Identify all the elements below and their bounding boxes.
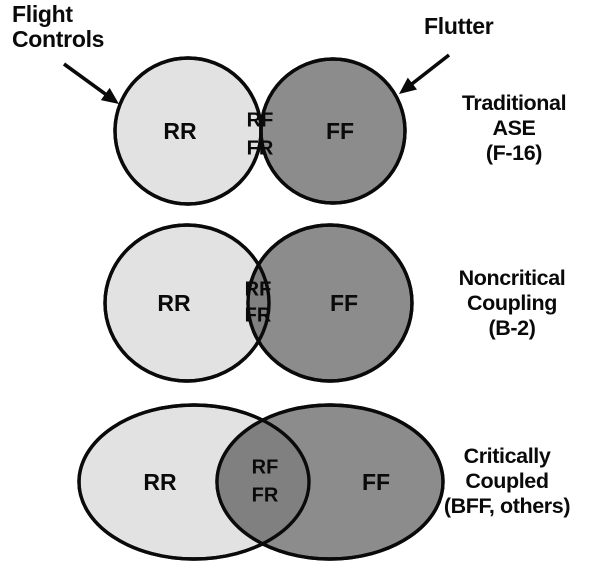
- row-3-flexible-set-label: FF: [362, 469, 390, 495]
- flight-controls-arrow-shaft: [62, 62, 110, 98]
- row-3-rigid-set-label: RR: [143, 469, 177, 495]
- flight-controls-callout-label: Flight Controls: [12, 1, 105, 52]
- row-1-rf-label: RF: [247, 109, 274, 131]
- row-2-rigid-set-label: RR: [157, 290, 191, 316]
- row-2-flexible-set-label: FF: [330, 290, 358, 316]
- row-2-rigid-set-outline: [103, 223, 271, 383]
- row-1-fr-label: FR: [247, 137, 274, 159]
- row-1-rigid-set-label: RR: [163, 118, 197, 144]
- row-2-fr-label: FR: [245, 304, 272, 326]
- row-1-caption: Traditional ASE (F-16): [461, 91, 567, 165]
- venn-row-1: RR FF RF FR: [113, 56, 407, 206]
- flight-controls-arrow-head-icon: [100, 87, 119, 104]
- flutter-callout-label: Flutter: [424, 13, 494, 39]
- row-2-rf-label: RF: [245, 278, 272, 300]
- row-3-fr-label: FR: [252, 484, 279, 506]
- callout-arrows: [62, 53, 451, 104]
- flutter-arrow-shaft: [408, 53, 451, 88]
- row-3-rf-label: RF: [252, 456, 279, 478]
- row-2-caption: Noncritical Coupling (B-2): [458, 266, 566, 340]
- venn-row-3: RR FF RF FR: [77, 403, 445, 561]
- row-1-flexible-set-outline: [259, 57, 407, 205]
- venn-row-2: RR FF RF FR: [103, 223, 414, 383]
- row-3-rigid-set-outline: [77, 403, 311, 561]
- row-3-intersection-region: [217, 405, 309, 559]
- row-1-flexible-set-label: FF: [326, 118, 354, 144]
- row-3-flexible-set-outline: [215, 403, 445, 561]
- flutter-arrow-head-icon: [399, 77, 418, 94]
- row-2-flexible-set-outline: [246, 223, 414, 383]
- row-3-caption: Critically Coupled (BFF, others): [443, 444, 571, 518]
